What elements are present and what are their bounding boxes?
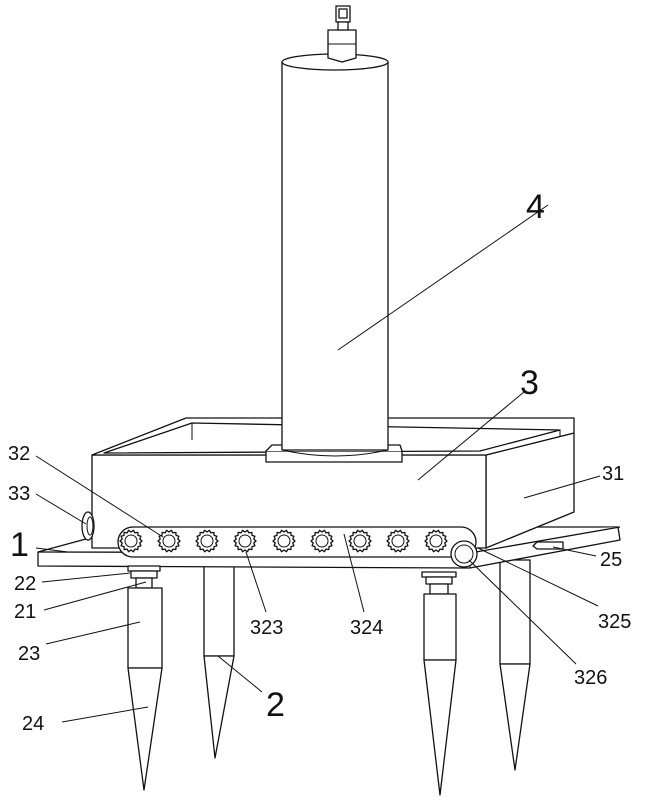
label-323: 323 (250, 617, 283, 639)
cylinder-column (282, 54, 388, 456)
label-31: 31 (602, 463, 624, 485)
label-21: 21 (14, 601, 36, 623)
label-25: 25 (600, 549, 622, 571)
label-3: 3 (520, 364, 539, 402)
leg-front-left (128, 566, 162, 790)
leg-front-right (422, 572, 456, 795)
label-2: 2 (266, 686, 285, 724)
drive-roller (451, 541, 477, 567)
label-1: 1 (10, 526, 29, 564)
top-actuator (328, 6, 356, 62)
roller-group (120, 530, 447, 551)
label-33: 33 (8, 483, 30, 505)
label-32: 32 (8, 443, 30, 465)
leg-back-left (204, 566, 234, 758)
label-22: 22 (14, 573, 36, 595)
side-valve (82, 512, 94, 540)
label-24: 24 (22, 713, 44, 735)
label-324: 324 (350, 617, 383, 639)
label-325: 325 (598, 611, 631, 633)
label-326: 326 (574, 667, 607, 689)
label-4: 4 (526, 188, 545, 226)
leg-back-right (500, 560, 530, 770)
label-23: 23 (18, 643, 40, 665)
